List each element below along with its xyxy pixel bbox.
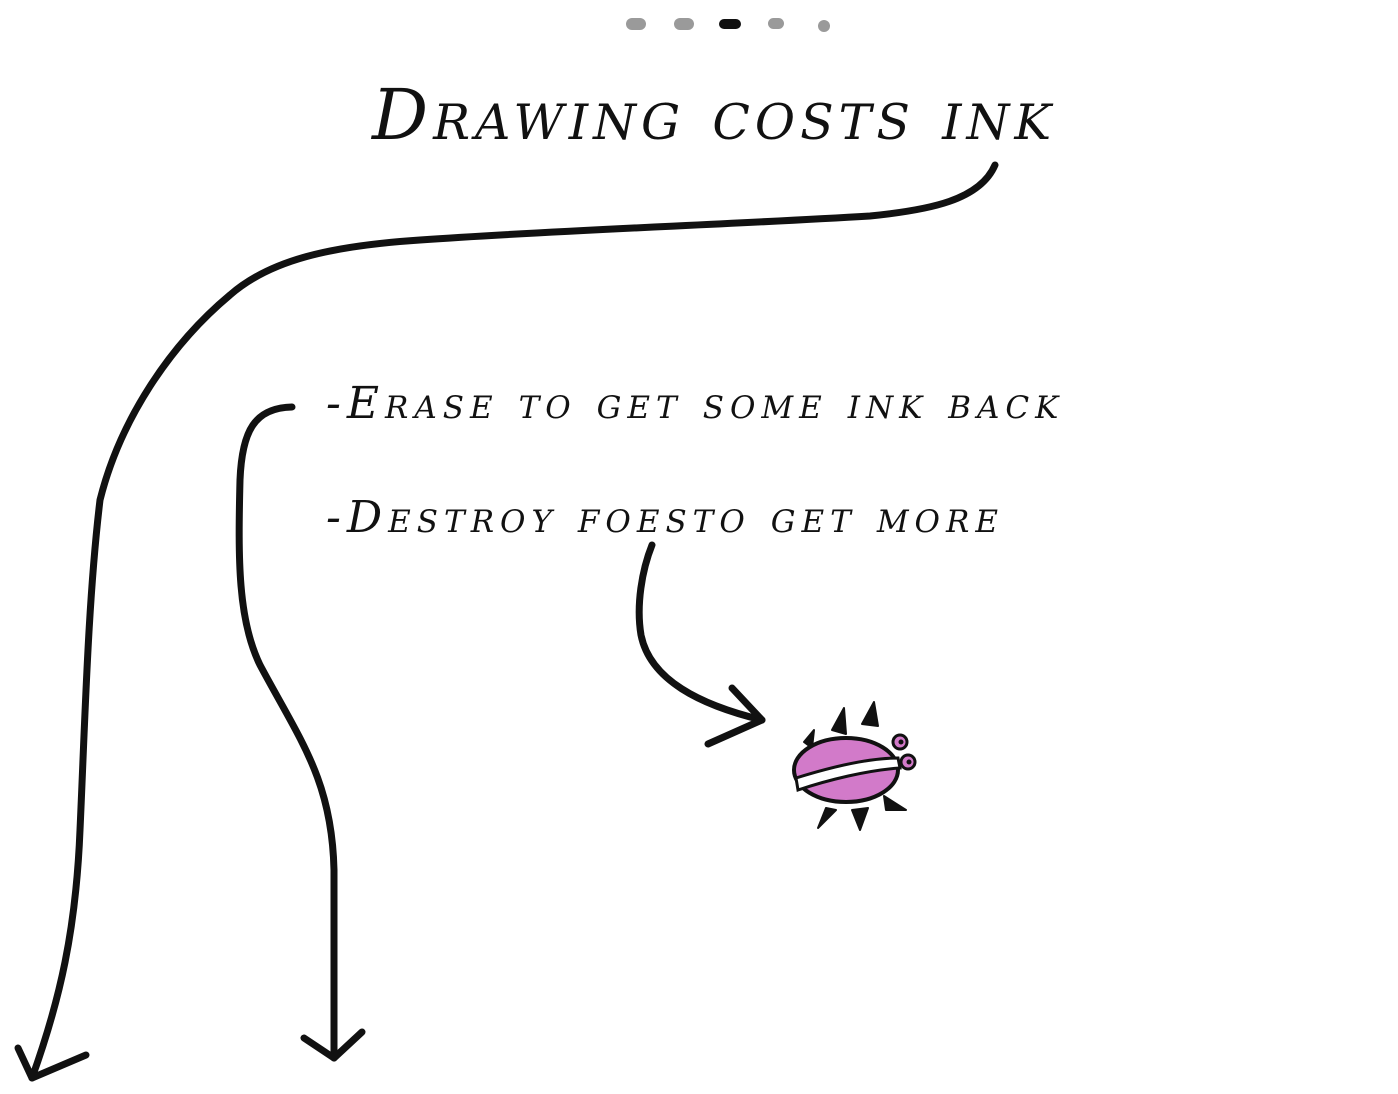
arrow-to-foe-head <box>704 684 766 748</box>
tutorial-title: Drawing costs ink <box>372 74 1056 156</box>
arrow-left-long-stroke <box>28 161 999 1082</box>
page-indicator <box>620 12 840 40</box>
tip-destroy-foes: -Destroy foesto get more <box>326 492 1004 543</box>
page-dot-3-active[interactable] <box>719 19 741 29</box>
arrow-to-foe-stroke <box>635 541 766 724</box>
arrow-right-head <box>300 1028 366 1062</box>
spiky-bug-foe-icon <box>792 701 917 831</box>
tip-erase: -Erase to get some ink back <box>326 378 1065 429</box>
page-dot-2[interactable] <box>674 18 694 30</box>
page-dot-5[interactable] <box>818 20 830 32</box>
page-dot-1[interactable] <box>626 18 646 30</box>
arrow-right-stroke <box>235 403 338 1062</box>
page-dot-4[interactable] <box>768 18 784 29</box>
arrow-left-long-head <box>14 1044 90 1082</box>
